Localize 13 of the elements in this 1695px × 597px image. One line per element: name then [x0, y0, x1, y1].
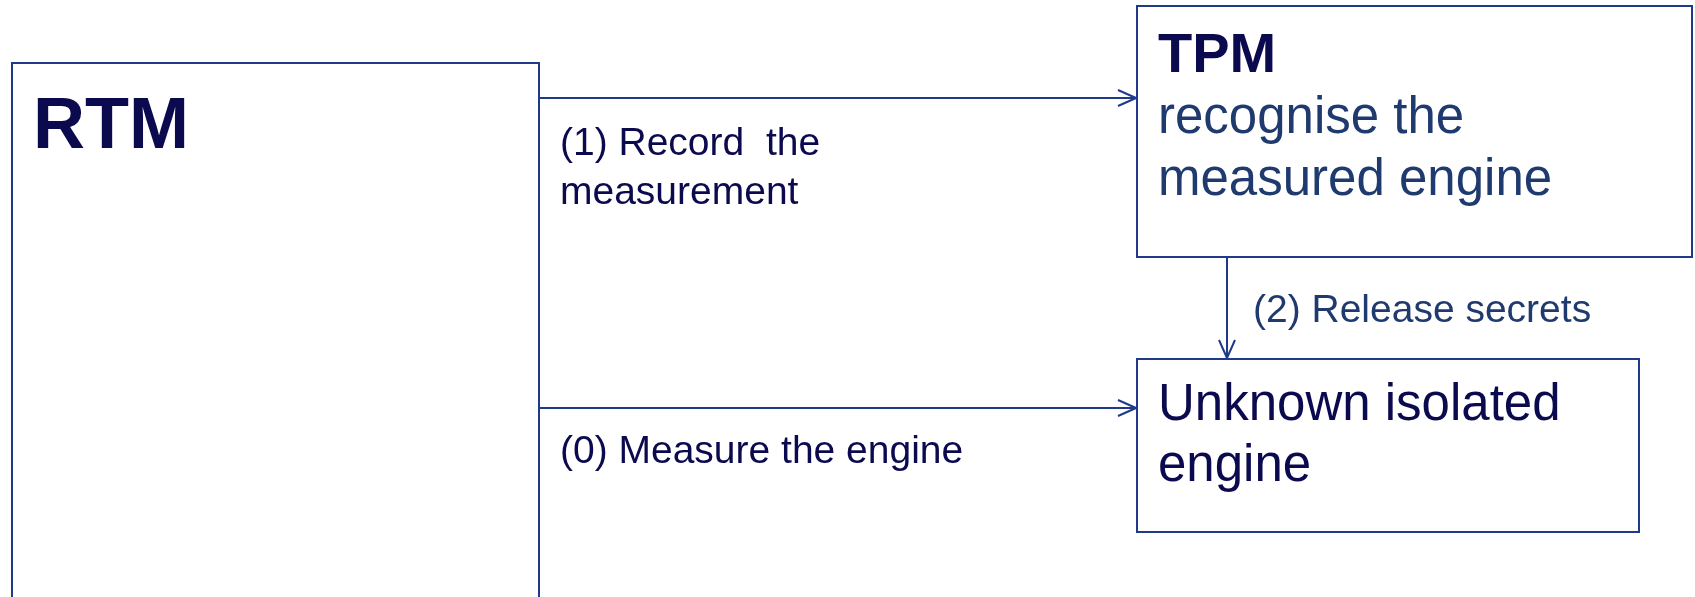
edge-label: (1) Record the measurement: [560, 119, 822, 214]
arrow: [539, 399, 1137, 417]
process-box: [1136, 358, 1640, 533]
process-box: [11, 62, 540, 597]
edge-label: (2) Release secrets: [1253, 286, 1593, 332]
arrow: [539, 89, 1137, 107]
box-text: recognise the measured engine: [1158, 86, 1554, 208]
process-box: [1136, 5, 1693, 258]
box-heading: RTM: [33, 82, 189, 165]
box-text: Unknown isolated engine: [1158, 373, 1562, 495]
edge-label: (0) Measure the engine: [560, 427, 965, 473]
box-heading: TPM: [1158, 21, 1277, 86]
arrow: [1218, 257, 1236, 359]
